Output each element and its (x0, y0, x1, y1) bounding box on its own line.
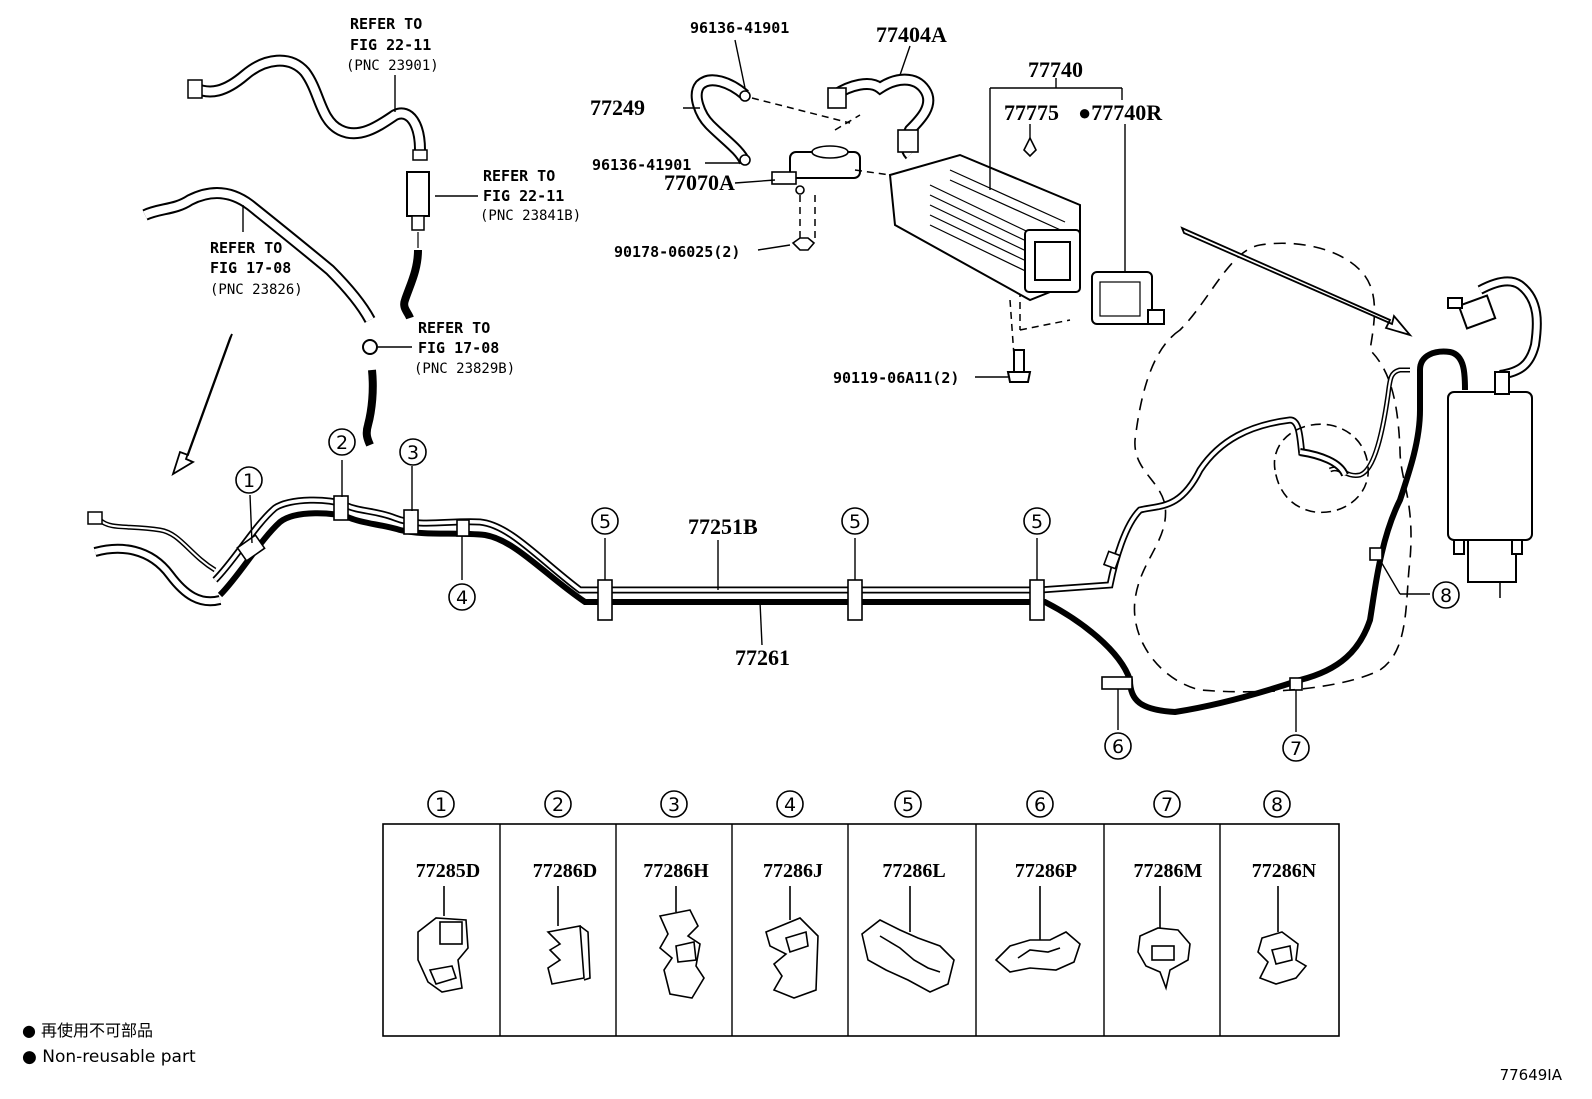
table-header-6-text: 6 (1034, 794, 1046, 816)
table-header-4: 4 (776, 790, 804, 818)
callout-8-text: 8 (1440, 585, 1452, 607)
table-header-3: 3 (660, 790, 688, 818)
part-90119-06a11: 90119-06A11(2) (833, 369, 959, 387)
callout-1: 1 (235, 466, 263, 494)
upper-hose-group (142, 54, 430, 447)
refer-label-23841b: REFER TO FIG 22-11 (PNC 23841B) (480, 167, 581, 224)
part-96136-41901-top: 96136-41901 (690, 19, 789, 37)
table-header-8-text: 8 (1271, 794, 1283, 816)
part-77070a: 77070A (664, 170, 735, 195)
clamp-drawing-5 (861, 886, 955, 993)
clamp-table: 1 2 3 4 5 6 7 8 77285D 77286D 77286H 772… (382, 790, 1340, 1037)
line-clamps (236, 495, 1383, 691)
refer-23829b-line2: FIG 17-08 (418, 339, 499, 357)
callout-6: 6 (1104, 732, 1132, 760)
callout-4: 4 (448, 583, 476, 611)
part-77251b: 77251B (688, 514, 758, 539)
callout-5b-text: 5 (849, 511, 861, 533)
refer-23901-line1: REFER TO (350, 15, 422, 33)
main-fuel-lines (87, 276, 1542, 716)
table-header-8: 8 (1263, 790, 1291, 818)
fuel-pump-ring (1273, 423, 1369, 514)
refer-23901-line2: FIG 22-11 (350, 36, 431, 54)
table-header-7: 7 (1153, 790, 1181, 818)
refer-23841b-line3: (PNC 23841B) (480, 208, 581, 224)
part-77740r: ●77740R (1078, 100, 1163, 125)
refer-23829b-line1: REFER TO (418, 319, 490, 337)
callout-7: 7 (1282, 734, 1310, 762)
callout-5c: 5 (1023, 507, 1051, 535)
legend-line-2: ● Non-reusable part (22, 1047, 196, 1067)
table-header-7-text: 7 (1161, 794, 1173, 816)
clamp-part-2: 77286D (533, 860, 597, 882)
callout-1-text: 1 (243, 470, 255, 492)
callout-4-text: 4 (456, 587, 468, 609)
callout-5a: 5 (591, 507, 619, 535)
direction-arrow-left (171, 333, 233, 476)
part-77404a: 77404A (876, 22, 947, 47)
part-90178-06025: 90178-06025(2) (614, 243, 740, 261)
refer-label-23829b: REFER TO FIG 17-08 (PNC 23829B) (414, 319, 515, 377)
callout-2: 2 (328, 428, 356, 456)
callout-5a-text: 5 (599, 511, 611, 533)
clamp-drawing-1 (417, 886, 469, 993)
refer-23826-line1: REFER TO (210, 239, 282, 257)
legend: ● 再使用不可部品 ● Non-reusable part (22, 1021, 196, 1067)
figure-id: 77649IA (1500, 1066, 1563, 1084)
callout-7-text: 7 (1290, 738, 1302, 760)
callout-8: 8 (1432, 581, 1460, 609)
clamp-drawing-3 (658, 886, 705, 999)
callout-5b: 5 (841, 507, 869, 535)
right-filter-canister (1447, 294, 1533, 598)
legend-line-1: ● 再使用不可部品 (22, 1021, 153, 1040)
refer-23826-line2: FIG 17-08 (210, 259, 291, 277)
part-96136-41901-bottom: 96136-41901 (592, 156, 691, 174)
part-77261: 77261 (735, 645, 790, 670)
table-header-2-text: 2 (552, 794, 564, 816)
table-header-6: 6 (1026, 790, 1054, 818)
vapor-valve-assembly (690, 73, 1071, 371)
callout-3: 3 (399, 438, 427, 466)
clamp-part-3: 77286H (643, 860, 709, 882)
clamp-drawing-8 (1257, 886, 1308, 985)
callout-3-text: 3 (407, 442, 419, 464)
charcoal-canister (888, 136, 1165, 383)
table-header-5: 5 (894, 790, 922, 818)
table-header-5-text: 5 (902, 794, 914, 816)
clamp-drawing-2 (546, 886, 591, 985)
clamp-part-1: 77285D (416, 860, 480, 882)
leader-lines (242, 39, 1430, 732)
refer-23841b-line1: REFER TO (483, 167, 555, 185)
callout-5c-text: 5 (1031, 511, 1043, 533)
table-header-2: 2 (544, 790, 572, 818)
table-header-1: 1 (427, 790, 455, 818)
clamp-drawing-4 (765, 886, 819, 999)
part-77249: 77249 (590, 95, 645, 120)
clamp-part-4: 77286J (763, 860, 823, 882)
clamp-part-7: 77286M (1134, 860, 1203, 882)
clamp-drawing-7 (1137, 886, 1191, 991)
table-header-3-text: 3 (668, 794, 680, 816)
clamp-part-6: 77286P (1015, 860, 1077, 882)
refer-23826-line3: (PNC 23826) (210, 282, 303, 298)
table-header-1-text: 1 (435, 794, 447, 816)
callout-2-text: 2 (336, 432, 348, 454)
callout-6-text: 6 (1112, 736, 1124, 758)
refer-23841b-line2: FIG 22-11 (483, 187, 564, 205)
part-77775: 77775 (1004, 100, 1059, 125)
table-header-4-text: 4 (784, 794, 796, 816)
part-77740: 77740 (1028, 57, 1083, 82)
refer-23829b-line3: (PNC 23829B) (414, 361, 515, 377)
clamp-part-5: 77286L (882, 860, 945, 882)
clamp-part-8: 77286N (1252, 860, 1317, 882)
refer-label-23901: REFER TO FIG 22-11 (PNC 23901) (346, 15, 439, 74)
clamp-drawing-6 (994, 886, 1081, 973)
refer-label-23826: REFER TO FIG 17-08 (PNC 23826) (210, 239, 303, 298)
direction-arrow-right (1180, 226, 1413, 337)
fuel-tank-outline (1133, 242, 1412, 693)
refer-23901-line3: (PNC 23901) (346, 58, 439, 74)
